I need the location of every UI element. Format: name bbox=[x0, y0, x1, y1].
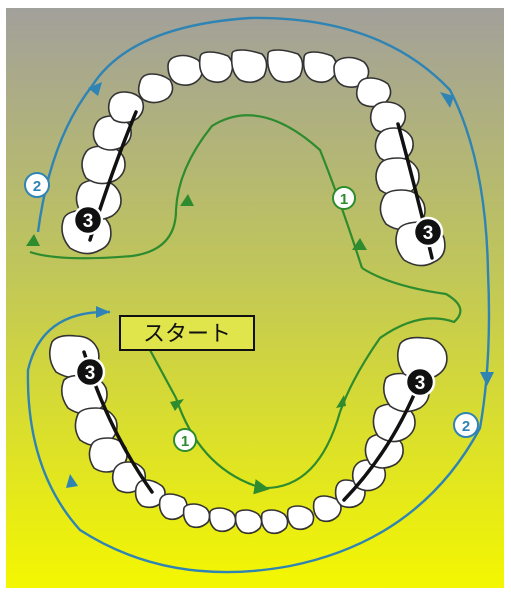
tooth bbox=[168, 56, 203, 86]
marker-3-lower-left: 3 bbox=[76, 358, 104, 386]
marker-1-lower-left-label: 1 bbox=[181, 433, 189, 450]
tooth bbox=[139, 74, 173, 103]
marker-1-lower-left: 1 bbox=[174, 429, 196, 451]
marker-3-upper-right: 3 bbox=[414, 218, 442, 246]
tooth bbox=[200, 52, 233, 82]
tooth bbox=[109, 92, 144, 123]
tooth bbox=[304, 52, 337, 82]
marker-3-upper-left-label: 3 bbox=[83, 211, 94, 232]
marker-3-lower-left-label: 3 bbox=[85, 363, 96, 384]
marker-3-upper-right-label: 3 bbox=[423, 223, 434, 244]
tooth bbox=[232, 50, 267, 82]
marker-3-lower-right-label: 3 bbox=[415, 373, 426, 394]
tooth bbox=[262, 510, 288, 533]
tooth bbox=[210, 508, 236, 531]
marker-1-upper-right: 1 bbox=[333, 187, 355, 209]
marker-2-upper-left-label: 2 bbox=[33, 178, 41, 195]
tooth bbox=[288, 506, 314, 529]
marker-2-lower-right-label: 2 bbox=[462, 418, 470, 435]
marker-1-upper-right-label: 1 bbox=[340, 191, 348, 208]
tooth bbox=[236, 510, 262, 533]
background-panel bbox=[6, 8, 504, 588]
start-label-box: スタート bbox=[120, 316, 254, 350]
start-label: スタート bbox=[143, 322, 231, 347]
tooth bbox=[268, 50, 303, 82]
tooth bbox=[160, 494, 187, 519]
marker-3-upper-left: 3 bbox=[74, 206, 102, 234]
marker-3-lower-right: 3 bbox=[406, 368, 434, 396]
marker-2-lower-right: 2 bbox=[454, 413, 478, 437]
tooth bbox=[184, 504, 210, 527]
marker-2-upper-left: 2 bbox=[25, 173, 49, 197]
